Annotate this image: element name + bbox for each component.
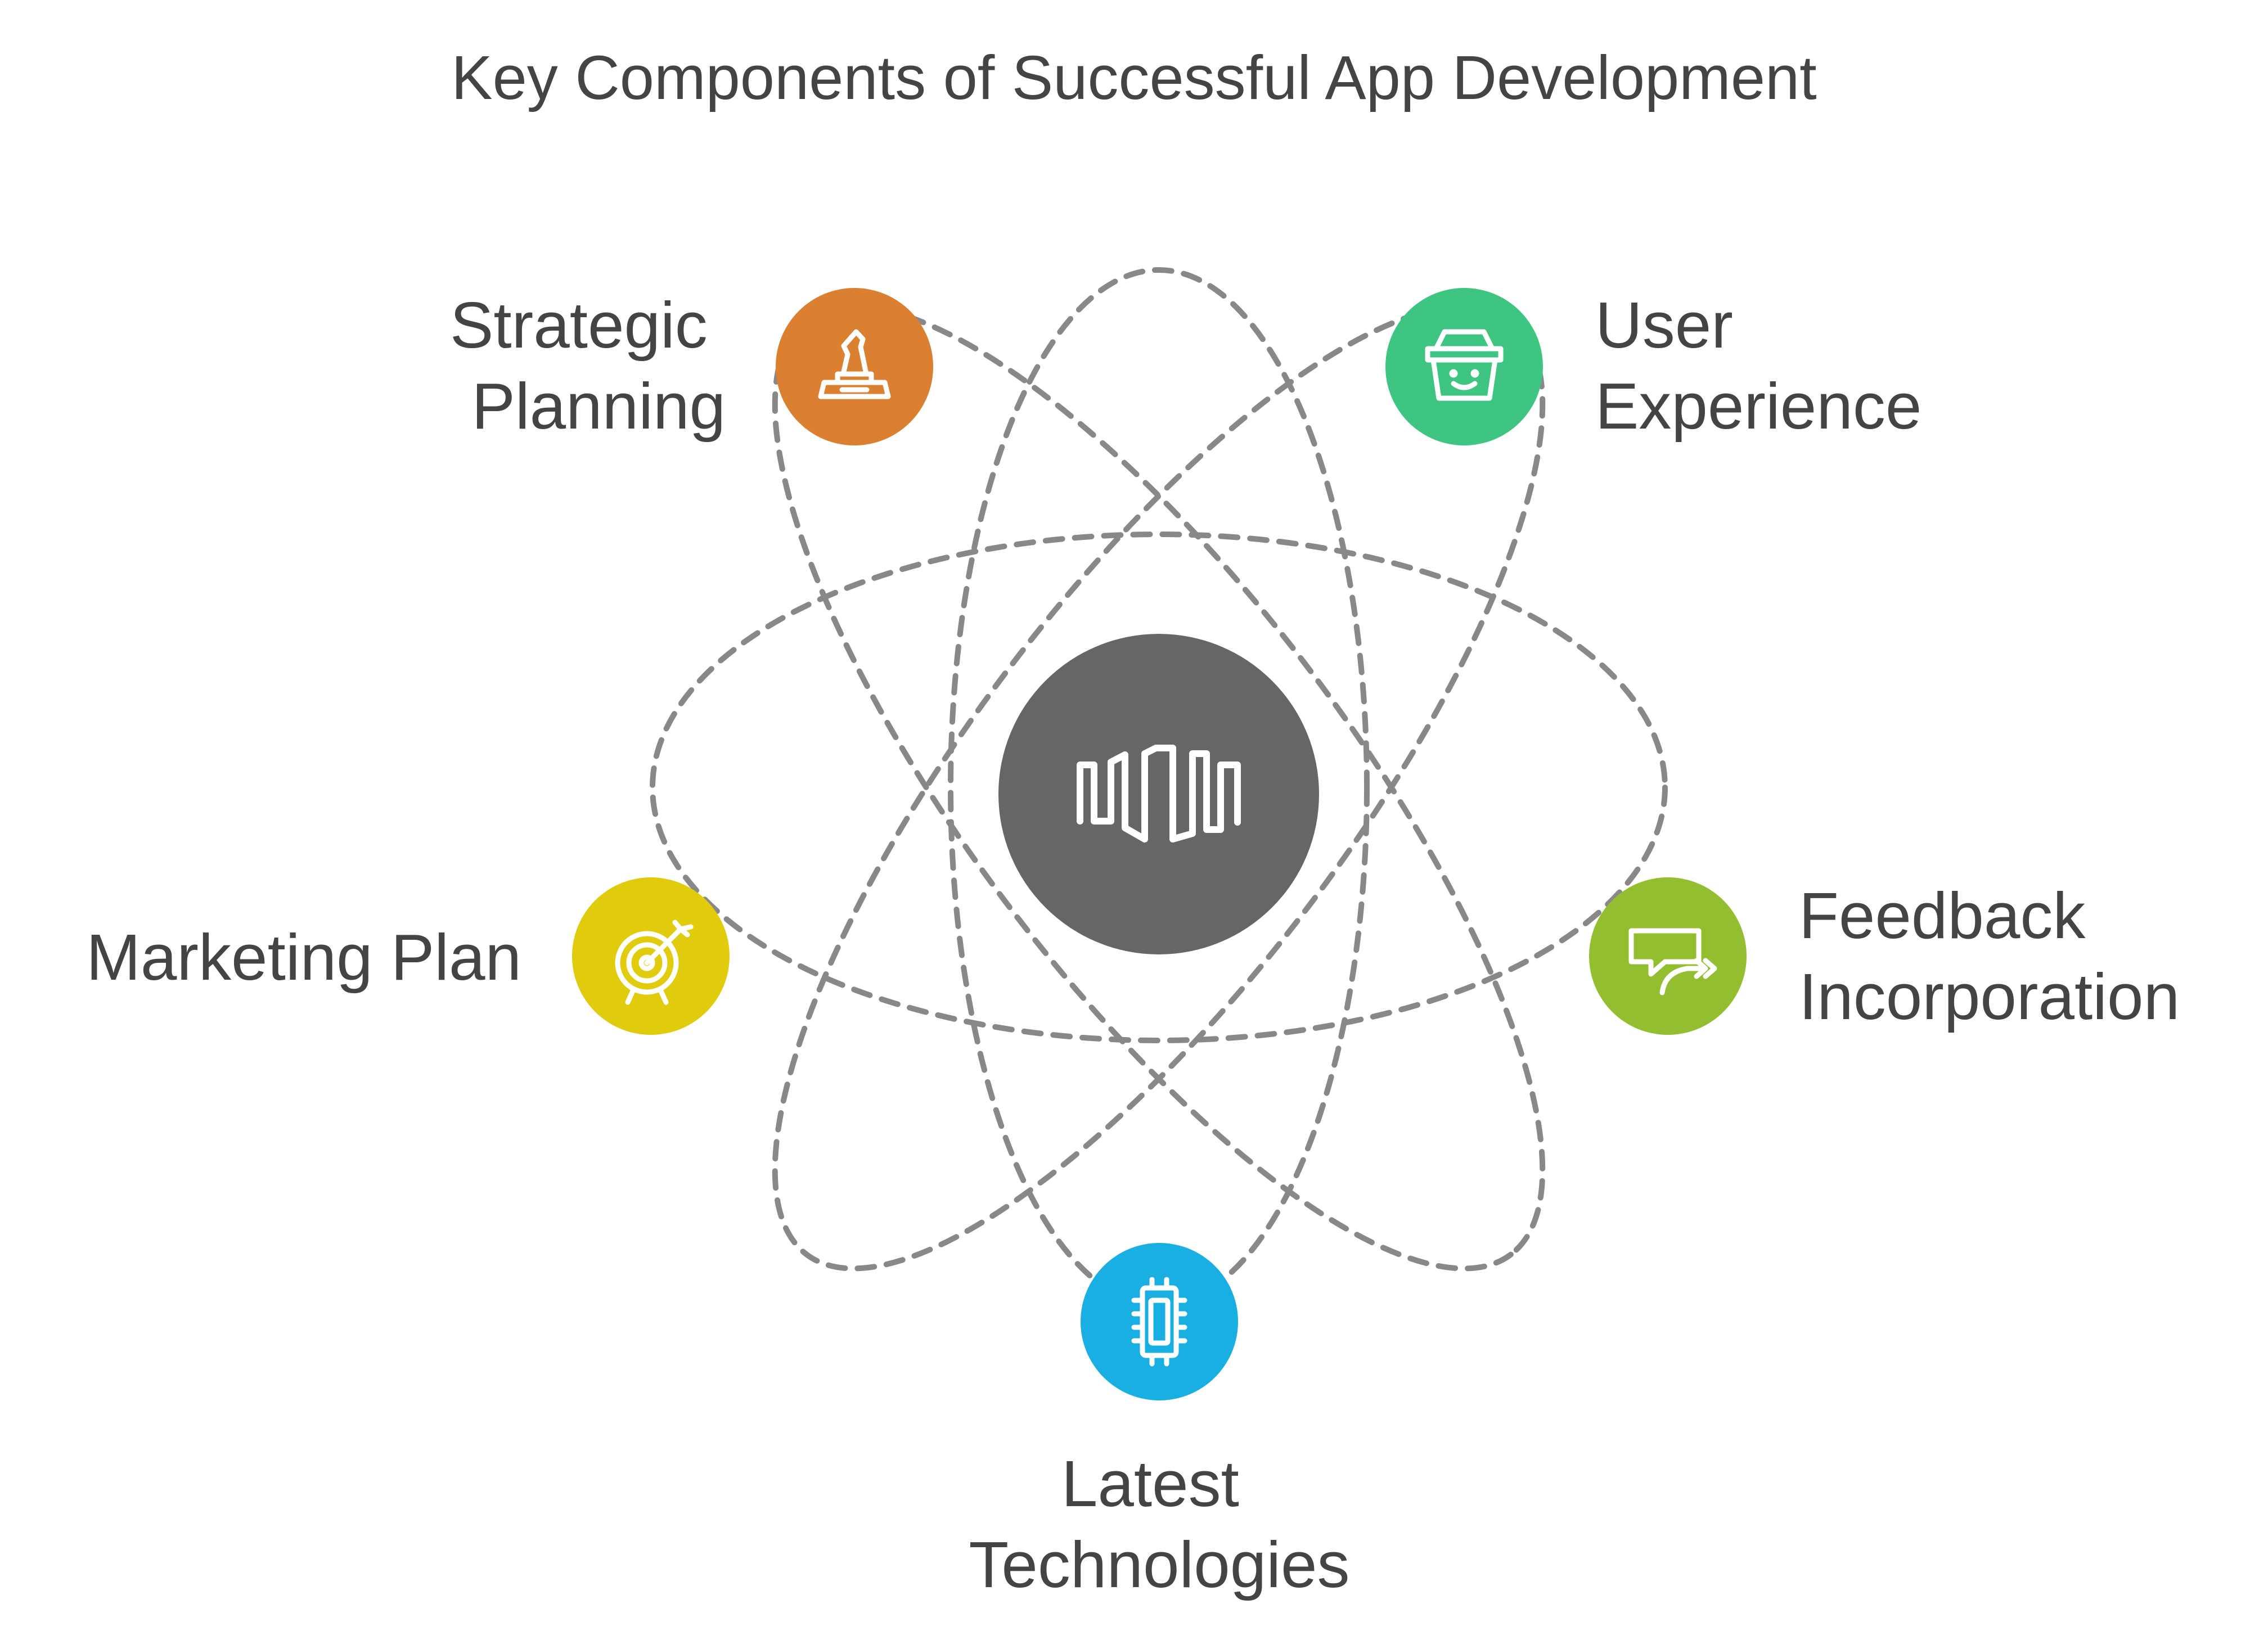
user-experience-label-line-2: Experience	[1595, 370, 1922, 443]
feedback-incorporation-label-line-1: Feedback	[1799, 879, 2086, 952]
page-title: Key Components of Successful App Develop…	[451, 43, 1816, 112]
marketing-plan-label: Marketing Plan	[86, 921, 521, 994]
node-marketing-plan: Marketing Plan	[86, 877, 730, 1035]
strategic-planning-label-line-2: Planning	[472, 370, 726, 443]
strategic-planning-label-line-1: Strategic	[450, 289, 708, 362]
strategic-planning-label: Strategic Planning	[450, 289, 726, 443]
latest-technologies-label: Latest Technologies	[969, 1447, 1349, 1601]
latest-technologies-circle	[1081, 1243, 1238, 1400]
latest-technologies-label-line-1: Latest	[1061, 1447, 1239, 1520]
node-feedback-incorporation: Feedback Incorporation	[1589, 877, 2180, 1035]
orbit-horizontal	[650, 531, 1668, 1043]
node-user-experience: User Experience	[1385, 288, 1922, 445]
feedback-incorporation-label: Feedback Incorporation	[1799, 879, 2180, 1033]
user-experience-circle	[1385, 288, 1543, 445]
hub-circle	[998, 634, 1319, 954]
hub	[998, 634, 1319, 954]
strategic-planning-circle	[776, 288, 933, 445]
latest-technologies-label-line-2: Technologies	[969, 1528, 1349, 1601]
microchip-icon	[1131, 1277, 1187, 1367]
node-latest-technologies: Latest Technologies	[969, 1243, 1350, 1601]
user-experience-label-line-1: User	[1595, 289, 1733, 362]
chess-knight-icon	[818, 329, 891, 399]
target-arrow-icon	[615, 920, 694, 1005]
smiling-basket-icon	[1425, 329, 1504, 401]
user-experience-label: User Experience	[1595, 289, 1922, 443]
chat-arrow-icon	[1628, 928, 1717, 995]
node-strategic-planning: Strategic Planning	[450, 288, 933, 445]
marketing-plan-label-line-1: Marketing Plan	[86, 921, 521, 994]
waveform-icon	[1077, 745, 1241, 842]
feedback-incorporation-circle	[1589, 877, 1747, 1035]
feedback-incorporation-label-line-2: Incorporation	[1799, 960, 2180, 1033]
